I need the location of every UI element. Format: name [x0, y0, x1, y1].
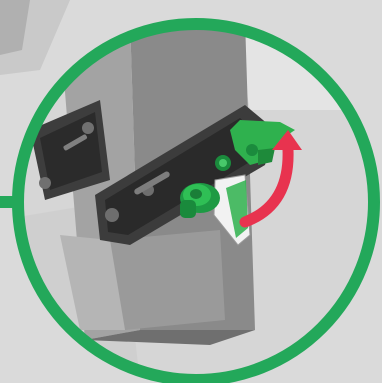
lower-block — [60, 230, 225, 330]
callout-connector — [0, 196, 20, 208]
